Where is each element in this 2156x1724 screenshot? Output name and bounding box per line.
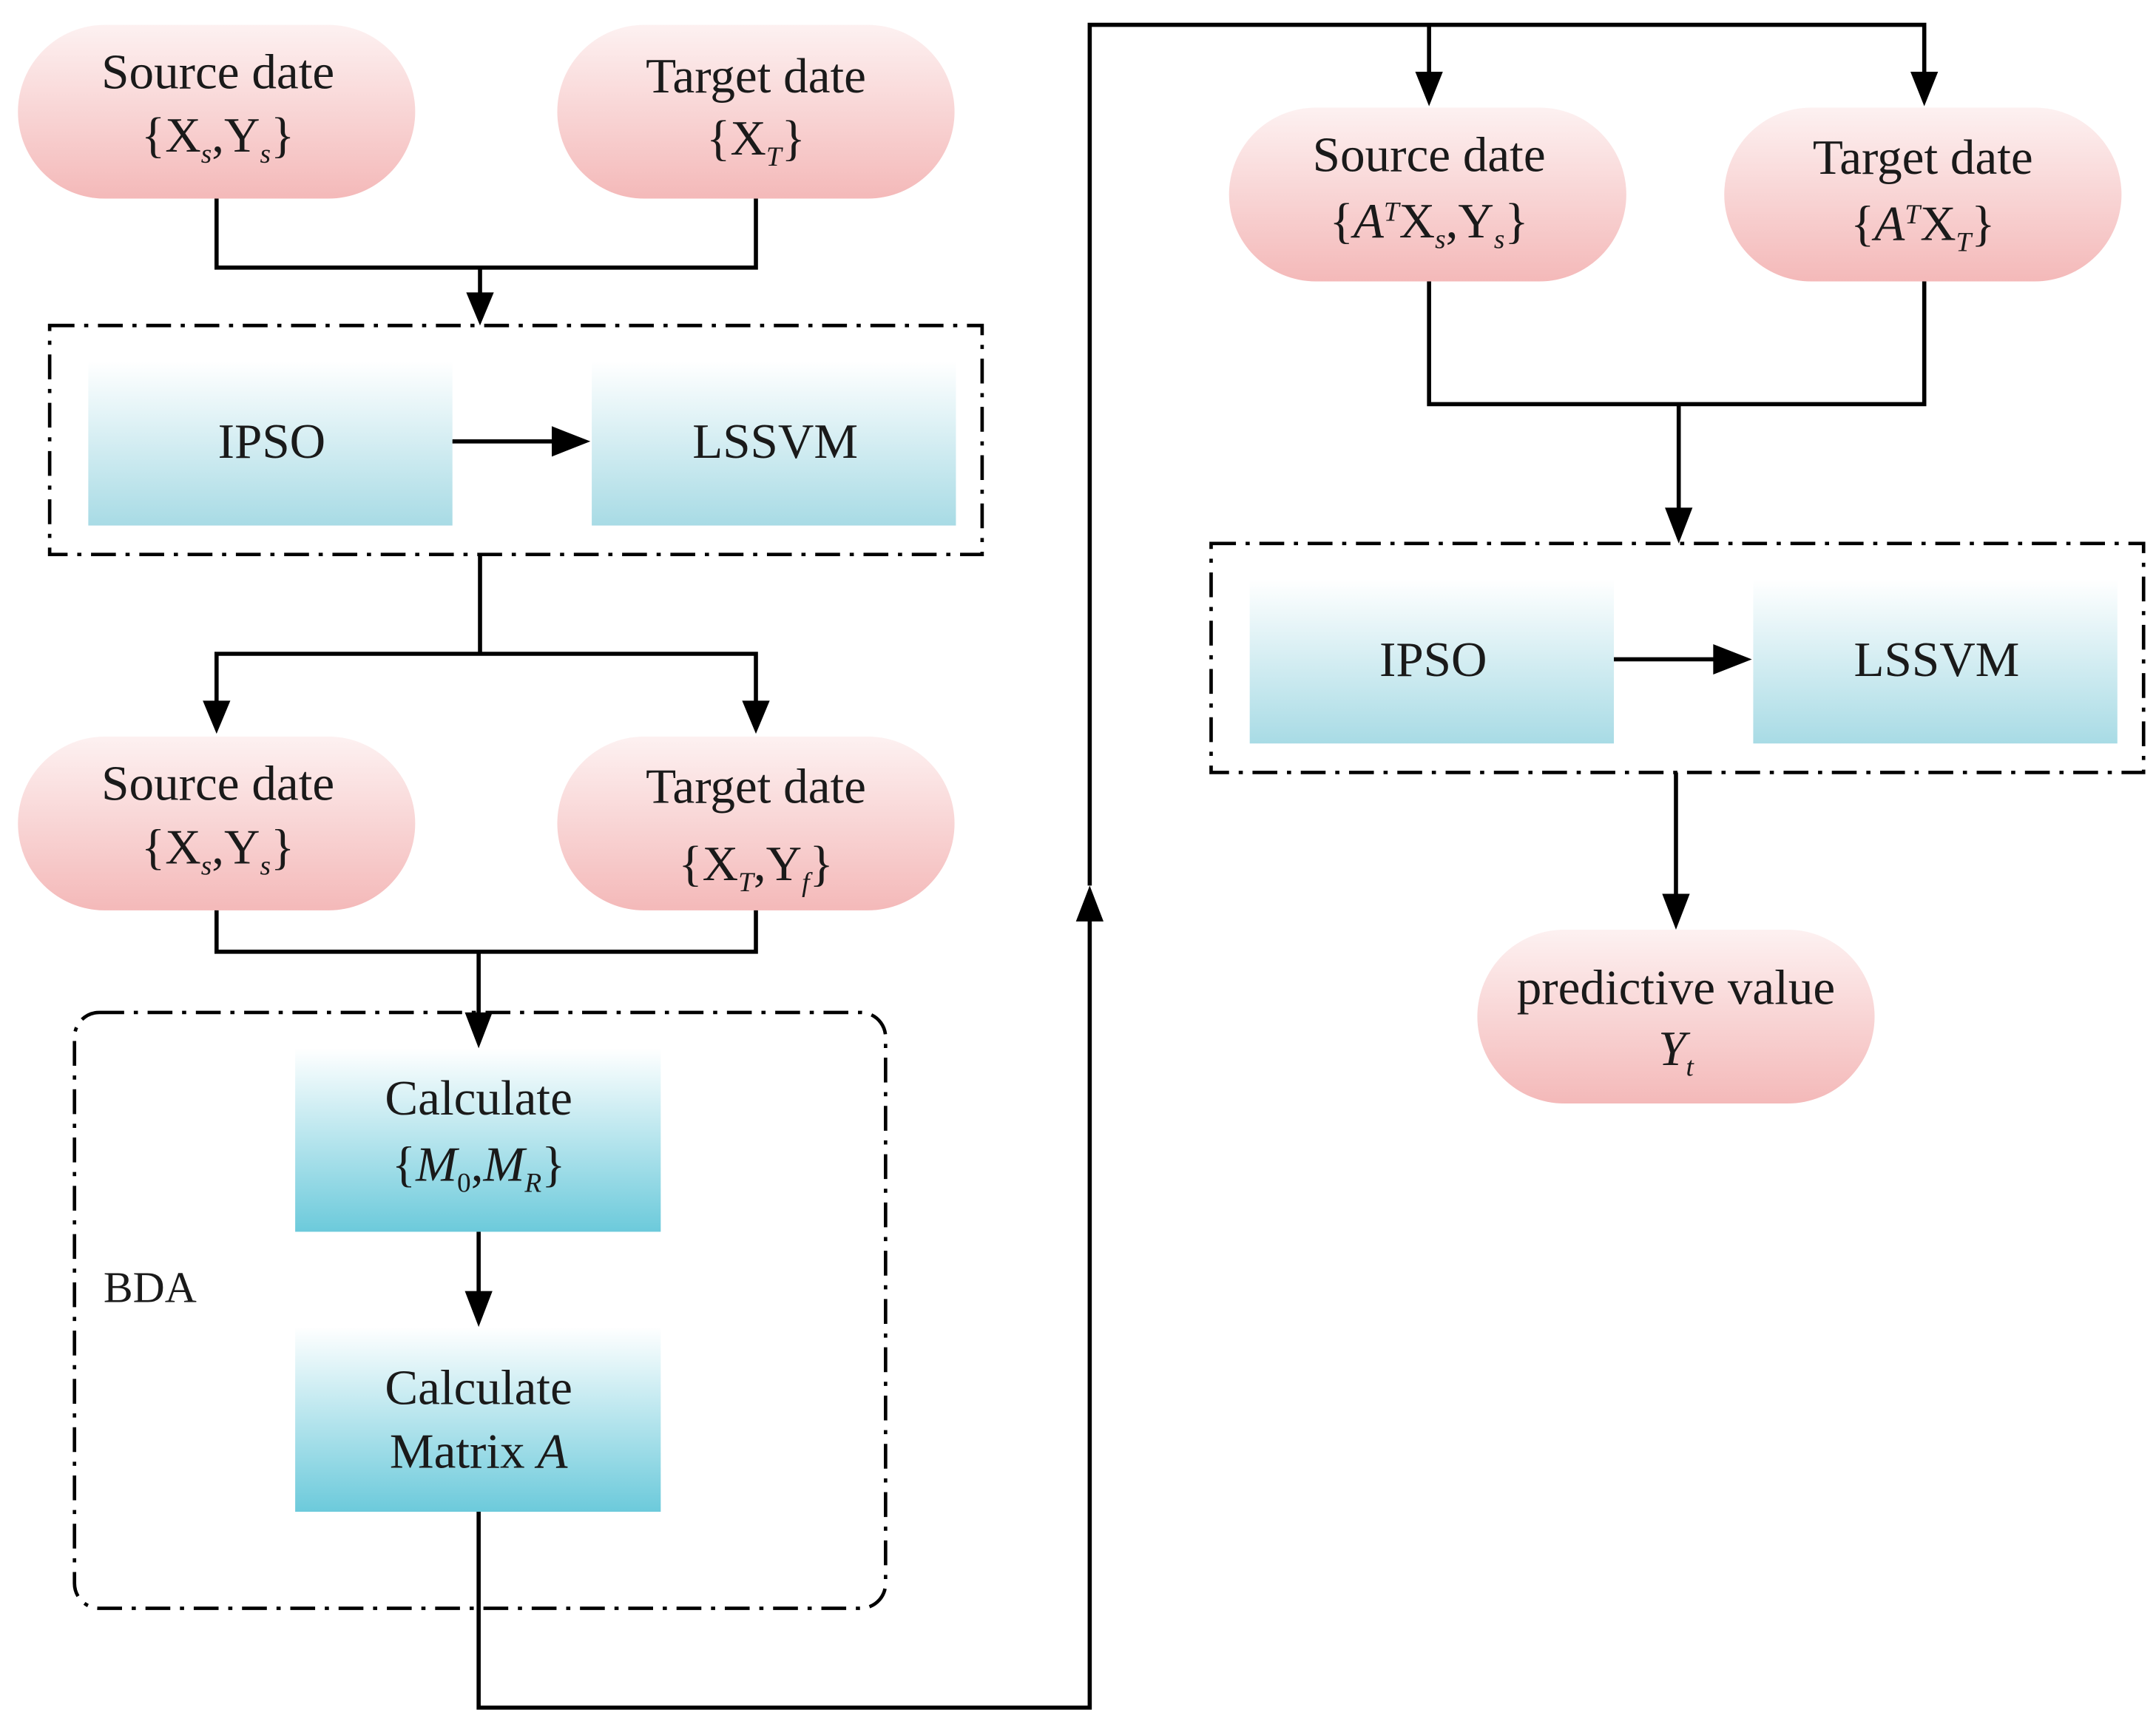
source-date-pill-3: Source date {ATXs,Ys} — [1229, 107, 1626, 282]
merge-connector-1 — [214, 198, 758, 270]
ipso-box-1: IPSO — [88, 361, 453, 526]
long-connector-top — [1087, 22, 1927, 886]
arrow-head-ipso-lssvm-1 — [552, 426, 591, 457]
target-date-1-title: Target date — [646, 48, 866, 104]
calculate-m0-mr-box: Calculate {M0,MR} — [295, 1048, 661, 1232]
source-date-1-title: Source date — [101, 44, 334, 99]
target-date-pill-3: Target date {ATXT} — [1724, 107, 2122, 282]
calculate-matrix-a-box: Calculate Matrix A — [295, 1327, 661, 1512]
target-date-3-title: Target date — [1813, 129, 2033, 185]
source-date-1-formula: {Xs,Ys} — [141, 107, 294, 169]
arrow-head-predict — [1662, 893, 1690, 930]
target-date-3-formula: {ATXT} — [1851, 196, 1995, 258]
target-date-pill-1: Target date {XT} — [557, 24, 955, 199]
predictive-value-formula: Yt — [1658, 1021, 1694, 1083]
target-date-2-formula: {XT,Yf} — [678, 836, 833, 898]
arrow-head-up — [1075, 885, 1104, 922]
arrow-head-1 — [466, 292, 494, 326]
long-connector-bottom — [476, 919, 1092, 1710]
calculate-matrix-a-line2: Matrix A — [390, 1423, 568, 1478]
ipso-lssvm-group-1 — [47, 323, 984, 557]
lssvm-box-1-label: LSSVM — [692, 413, 858, 469]
arrow-head-split-right — [742, 700, 770, 734]
predictive-value-title: predictive value — [1517, 960, 1836, 1015]
merge-connector-2 — [214, 910, 758, 954]
merge-connector-3 — [1427, 281, 1927, 407]
arrow-head-source3 — [1415, 71, 1443, 107]
arrow-head-split-left — [203, 700, 231, 734]
arrow-head-group2 — [1665, 507, 1693, 544]
predictive-value-pill: predictive value Yt — [1477, 930, 1875, 1103]
ipso-box-2: IPSO — [1249, 579, 1615, 744]
source-date-2-title: Source date — [101, 756, 334, 811]
arrow-head-calc — [464, 1291, 493, 1328]
source-date-pill-1: Source date {Xs,Ys} — [18, 24, 416, 199]
split-connector-1 — [214, 652, 758, 704]
source-date-3-title: Source date — [1313, 126, 1546, 182]
target-date-pill-2: Target date {XT,Yf} — [557, 736, 955, 910]
target-date-1-formula: {XT} — [706, 110, 805, 172]
source-date-pill-2: Source date {Xs,Ys} — [18, 736, 416, 910]
arrow-head-ipso-lssvm-2 — [1713, 643, 1752, 675]
arrow-head-target3 — [1910, 71, 1939, 107]
calculate-matrix-a-line1: Calculate — [385, 1360, 572, 1416]
lssvm-box-2: LSSVM — [1753, 579, 2118, 744]
arrow-head-bda — [464, 1012, 493, 1049]
ipso-box-2-label: IPSO — [1379, 632, 1487, 687]
lssvm-box-1: LSSVM — [592, 361, 956, 526]
bda-label: BDA — [104, 1263, 197, 1312]
target-date-2-title: Target date — [646, 758, 866, 814]
source-date-2-formula: {Xs,Ys} — [141, 819, 294, 881]
bda-group — [72, 1010, 888, 1610]
ipso-box-1-label: IPSO — [218, 413, 326, 469]
lssvm-box-2-label: LSSVM — [1854, 632, 2020, 687]
calculate-m0-mr-line1: Calculate — [385, 1070, 572, 1126]
